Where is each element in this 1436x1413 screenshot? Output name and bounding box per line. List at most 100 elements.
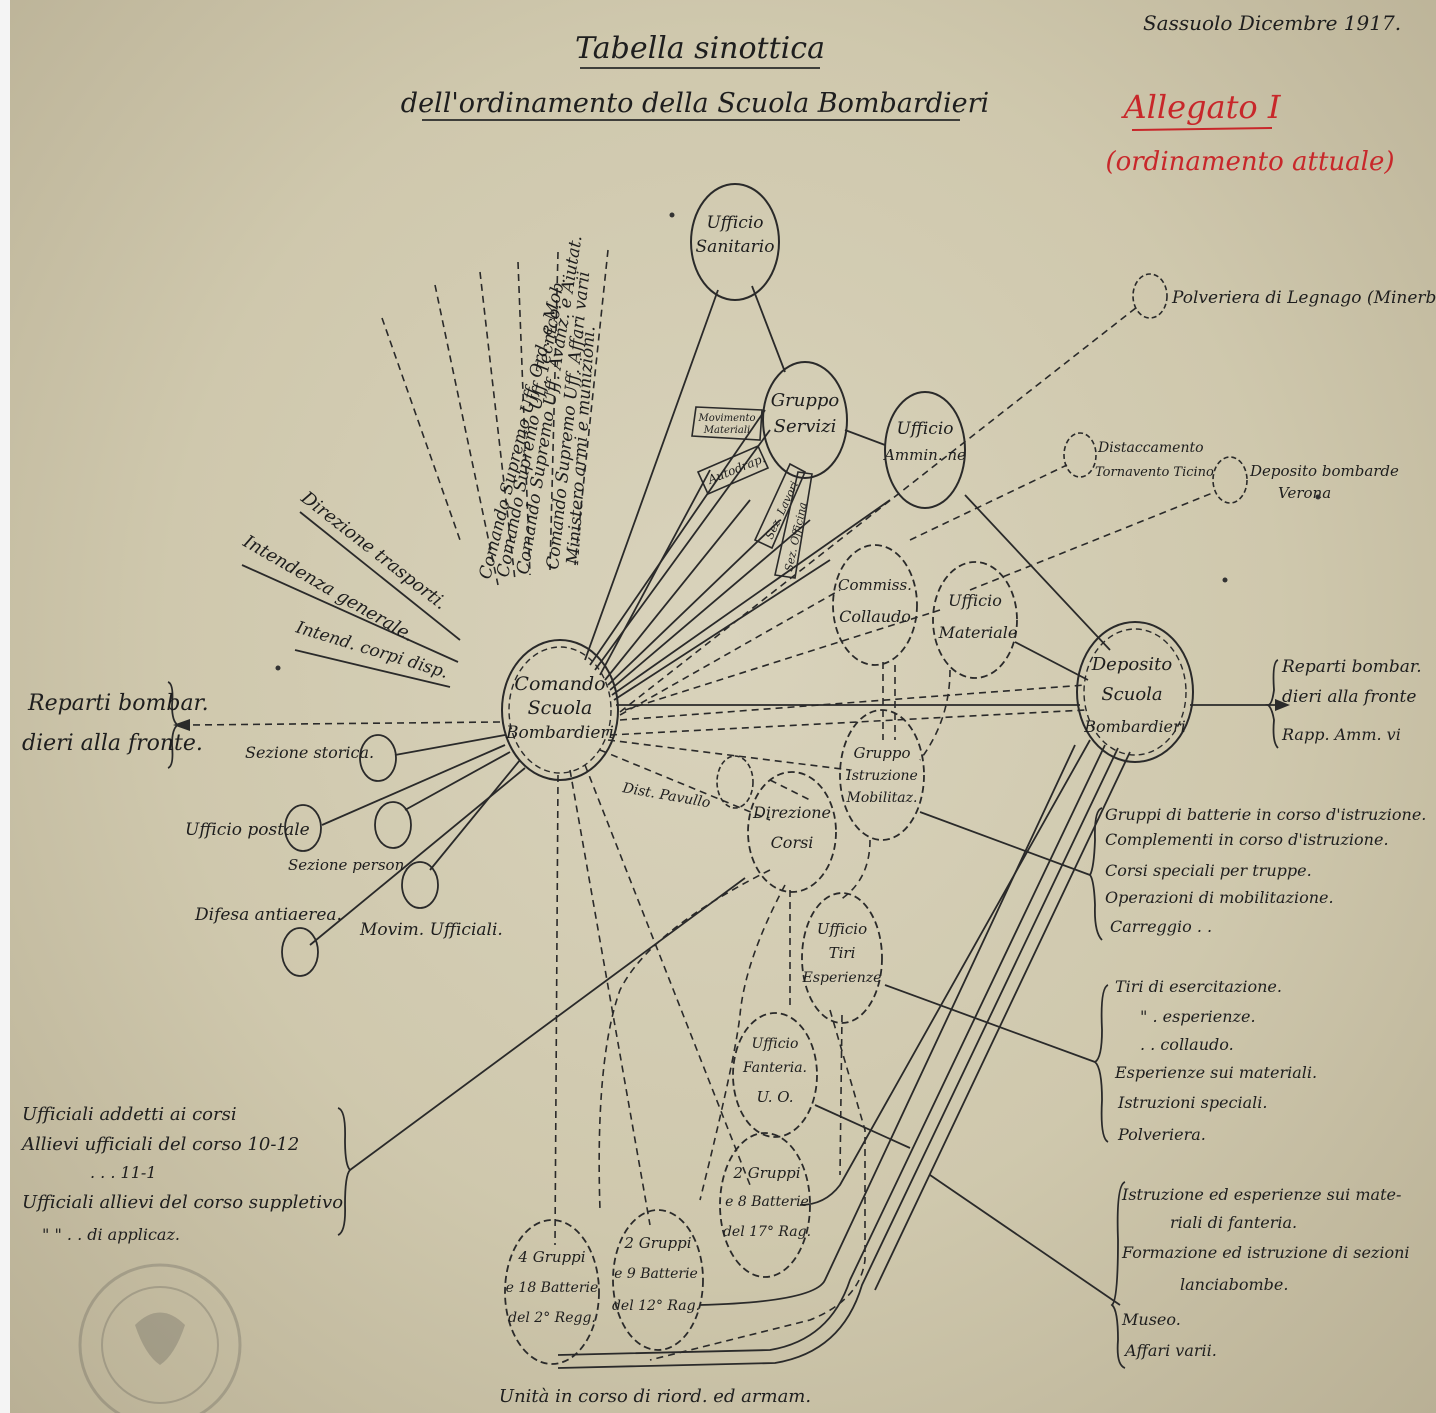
svg-text:Affari varii.: Affari varii.	[1123, 1341, 1217, 1360]
svg-text:Deposito bombarde: Deposito bombarde	[1249, 462, 1399, 480]
node-movimento-materiali: Movimento Materiali	[691, 406, 763, 441]
node-reparti-left: Reparti bombar. dieri alla fronte.	[22, 681, 209, 769]
node-commissione-collaudo: Commiss. Collaudo	[832, 544, 918, 666]
svg-text:del 12° Rag.: del 12° Rag.	[612, 1298, 700, 1314]
node-ufficio-postale: Ufficio postale	[185, 804, 322, 852]
svg-text:Bombardieri: Bombardieri	[1083, 717, 1186, 736]
svg-text:Corsi: Corsi	[771, 833, 814, 852]
svg-text:Ufficio: Ufficio	[752, 1036, 799, 1052]
list-fanteria: Istruzione ed esperienze sui mate- riali…	[1110, 1181, 1410, 1369]
svg-text:" " . . di appli: " " . . di applicaz.	[42, 1225, 180, 1244]
svg-text:Mobilitaz.: Mobilitaz.	[846, 790, 918, 806]
list-tiri: Tiri di esercitazione. " . esperienze. .…	[1093, 977, 1317, 1144]
svg-text:4 Gruppi: 4 Gruppi	[517, 1248, 585, 1266]
svg-text:Formazione ed istruzione di se: Formazione ed istruzione di sezioni	[1121, 1243, 1410, 1262]
node-gruppi-12: 2 Gruppi e 9 Batterie del 12° Rag.	[612, 1209, 704, 1351]
svg-text:Corsi speciali per truppe.: Corsi speciali per truppe.	[1105, 861, 1312, 880]
svg-text:Ufficiali addetti ai corsi: Ufficiali addetti ai corsi	[22, 1104, 237, 1125]
svg-text:2 Gruppi: 2 Gruppi	[623, 1234, 691, 1252]
node-distaccamento: Distaccamento Tornavento Ticino	[1063, 432, 1214, 480]
annex-title: Allegato I	[1120, 88, 1281, 126]
svg-text:Deposito: Deposito	[1091, 654, 1173, 675]
node-ufficio-fanteria: Ufficio Fanteria. U. O.	[732, 1012, 818, 1138]
svg-text:Dist. Pavullo: Dist. Pavullo	[620, 780, 711, 811]
page-title: Tabella sinottica	[575, 31, 825, 66]
organization-chart: Tabella sinottica dell'ordinamento della…	[20, 11, 1436, 1413]
svg-text:Commiss.: Commiss.	[838, 576, 912, 594]
school-stamp	[78, 1263, 242, 1413]
node-gruppo-istruzione: Gruppo Istruzione Mobilitaz.	[839, 709, 925, 841]
svg-text:lanciabombe.: lanciabombe.	[1180, 1275, 1288, 1294]
list-ufficiali: Ufficiali addetti ai corsi Allievi uffic…	[20, 1104, 352, 1244]
svg-text:Ufficio: Ufficio	[948, 591, 1002, 610]
node-reparti-right: Reparti bombar. dieri alla fronte Rapp. …	[1265, 657, 1422, 749]
node-gruppi-17: 2 Gruppi e 8 Batterie del 17° Rag.	[719, 1132, 811, 1278]
svg-text:Ufficiali allievi del corso su: Ufficiali allievi del corso suppletivo	[22, 1192, 343, 1213]
node-gruppi-2: 4 Gruppi e 18 Batterie del 2° Regg.	[504, 1219, 600, 1365]
node-ufficio-tiri: Ufficio Tiri Esperienze	[801, 892, 883, 1024]
svg-text:Istruzioni speciali.: Istruzioni speciali.	[1117, 1093, 1267, 1112]
svg-text:Gruppo: Gruppo	[853, 744, 910, 762]
svg-text:Gruppi di batterie in corso d': Gruppi di batterie in corso d'istruzione…	[1105, 805, 1426, 824]
list-mobilitazione: Gruppi di batterie in corso d'istruzione…	[1088, 805, 1426, 941]
svg-text:Scuola: Scuola	[1101, 684, 1162, 705]
svg-text:riali di fanteria.: riali di fanteria.	[1170, 1213, 1297, 1232]
node-polveriera: Polveriera di Legnago (Minerbe).	[1132, 273, 1436, 319]
node-sezione-personale: Sezione person.	[288, 801, 412, 874]
svg-text:Verona: Verona	[1278, 484, 1331, 502]
svg-text:Tiri: Tiri	[829, 944, 856, 962]
node-difesa-antiaerea: Difesa antiaerea.	[194, 905, 342, 977]
connectors	[173, 249, 1290, 1369]
page-subtitle: dell'ordinamento della Scuola Bombardier…	[401, 88, 989, 119]
svg-text:e 8 Batterie: e 8 Batterie	[725, 1194, 809, 1210]
svg-text:Tiri di esercitazione.: Tiri di esercitazione.	[1115, 977, 1282, 996]
node-direzione-corsi: Direzione Corsi	[747, 771, 837, 893]
footer-caption: Unità in corso di riord. ed armam.	[499, 1386, 811, 1407]
svg-text:Museo.: Museo.	[1121, 1310, 1181, 1329]
svg-text:del 17° Rag.: del 17° Rag.	[723, 1224, 811, 1240]
svg-text:Direzione: Direzione	[752, 803, 831, 822]
svg-text:Tornavento Ticino: Tornavento Ticino	[1095, 465, 1214, 480]
svg-text:Ammin. ne: Ammin. ne	[882, 446, 966, 464]
node-ufficio-amministrazione: Ufficio Ammin. ne	[882, 391, 966, 509]
node-deposito-scuola: Deposito Scuola Bombardieri	[1076, 621, 1194, 763]
svg-text:Fanteria.: Fanteria.	[742, 1060, 807, 1076]
svg-text:Sezione person.: Sezione person.	[288, 856, 409, 874]
comando-line-1: Comando	[514, 673, 605, 695]
svg-text:Ufficio postale: Ufficio postale	[185, 820, 310, 840]
svg-text:dieri alla fronte: dieri alla fronte	[1282, 687, 1416, 707]
svg-text:Ufficio: Ufficio	[896, 419, 953, 439]
ray-labels: Comando Supremo Uff. Ord. e Mob. Comando…	[239, 234, 600, 683]
svg-text:Reparti bombar.: Reparti bombar.	[1281, 657, 1422, 677]
svg-text:Materiale: Materiale	[938, 623, 1018, 642]
node-dist-pavullo: Dist. Pavullo	[620, 755, 754, 811]
svg-text:Materiali: Materiali	[703, 425, 750, 436]
svg-text:Reparti bombar.: Reparti bombar.	[27, 691, 209, 716]
svg-text:Istruzione: Istruzione	[845, 768, 918, 784]
svg-text:Polveriera.: Polveriera.	[1117, 1125, 1206, 1144]
svg-text:Esperienze: Esperienze	[802, 970, 882, 986]
svg-text:Ufficio: Ufficio	[706, 213, 763, 233]
svg-text:e 18 Batterie: e 18 Batterie	[506, 1280, 599, 1296]
svg-text:Rapp. Amm. vi: Rapp. Amm. vi	[1281, 725, 1401, 744]
date-line: Sassuolo Dicembre 1917.	[1143, 11, 1401, 35]
svg-text:Gruppo: Gruppo	[771, 390, 840, 411]
svg-text:dieri alla fronte.: dieri alla fronte.	[22, 731, 203, 756]
svg-text:. . . 11-1: . . . 11-1	[90, 1163, 156, 1182]
svg-text:" . esperienze.: " . esperienze.	[1140, 1007, 1256, 1026]
svg-text:Istruzione ed esperienze sui m: Istruzione ed esperienze sui mate-	[1121, 1185, 1401, 1204]
svg-text:Ufficio: Ufficio	[817, 920, 867, 938]
svg-text:del 2° Regg.: del 2° Regg.	[508, 1310, 596, 1326]
svg-text:Movim. Ufficiali.: Movim. Ufficiali.	[359, 920, 503, 940]
svg-text:Collaudo: Collaudo	[839, 607, 911, 626]
svg-text:2 Gruppi: 2 Gruppi	[732, 1164, 800, 1182]
annex-subtitle: (ordinamento attuale)	[1105, 147, 1394, 177]
svg-text:Sanitario: Sanitario	[696, 237, 775, 257]
svg-text:Polveriera di Legnago (Minerbe: Polveriera di Legnago (Minerbe).	[1171, 288, 1436, 308]
comando-line-3: Bombardieri	[505, 723, 614, 743]
svg-text:e 9 Batterie: e 9 Batterie	[614, 1266, 698, 1282]
node-gruppo-servizi: Gruppo Servizi	[762, 361, 848, 479]
svg-text:Esperienze sui materiali.: Esperienze sui materiali.	[1114, 1063, 1317, 1082]
node-ufficio-materiale: Ufficio Materiale	[932, 561, 1018, 679]
